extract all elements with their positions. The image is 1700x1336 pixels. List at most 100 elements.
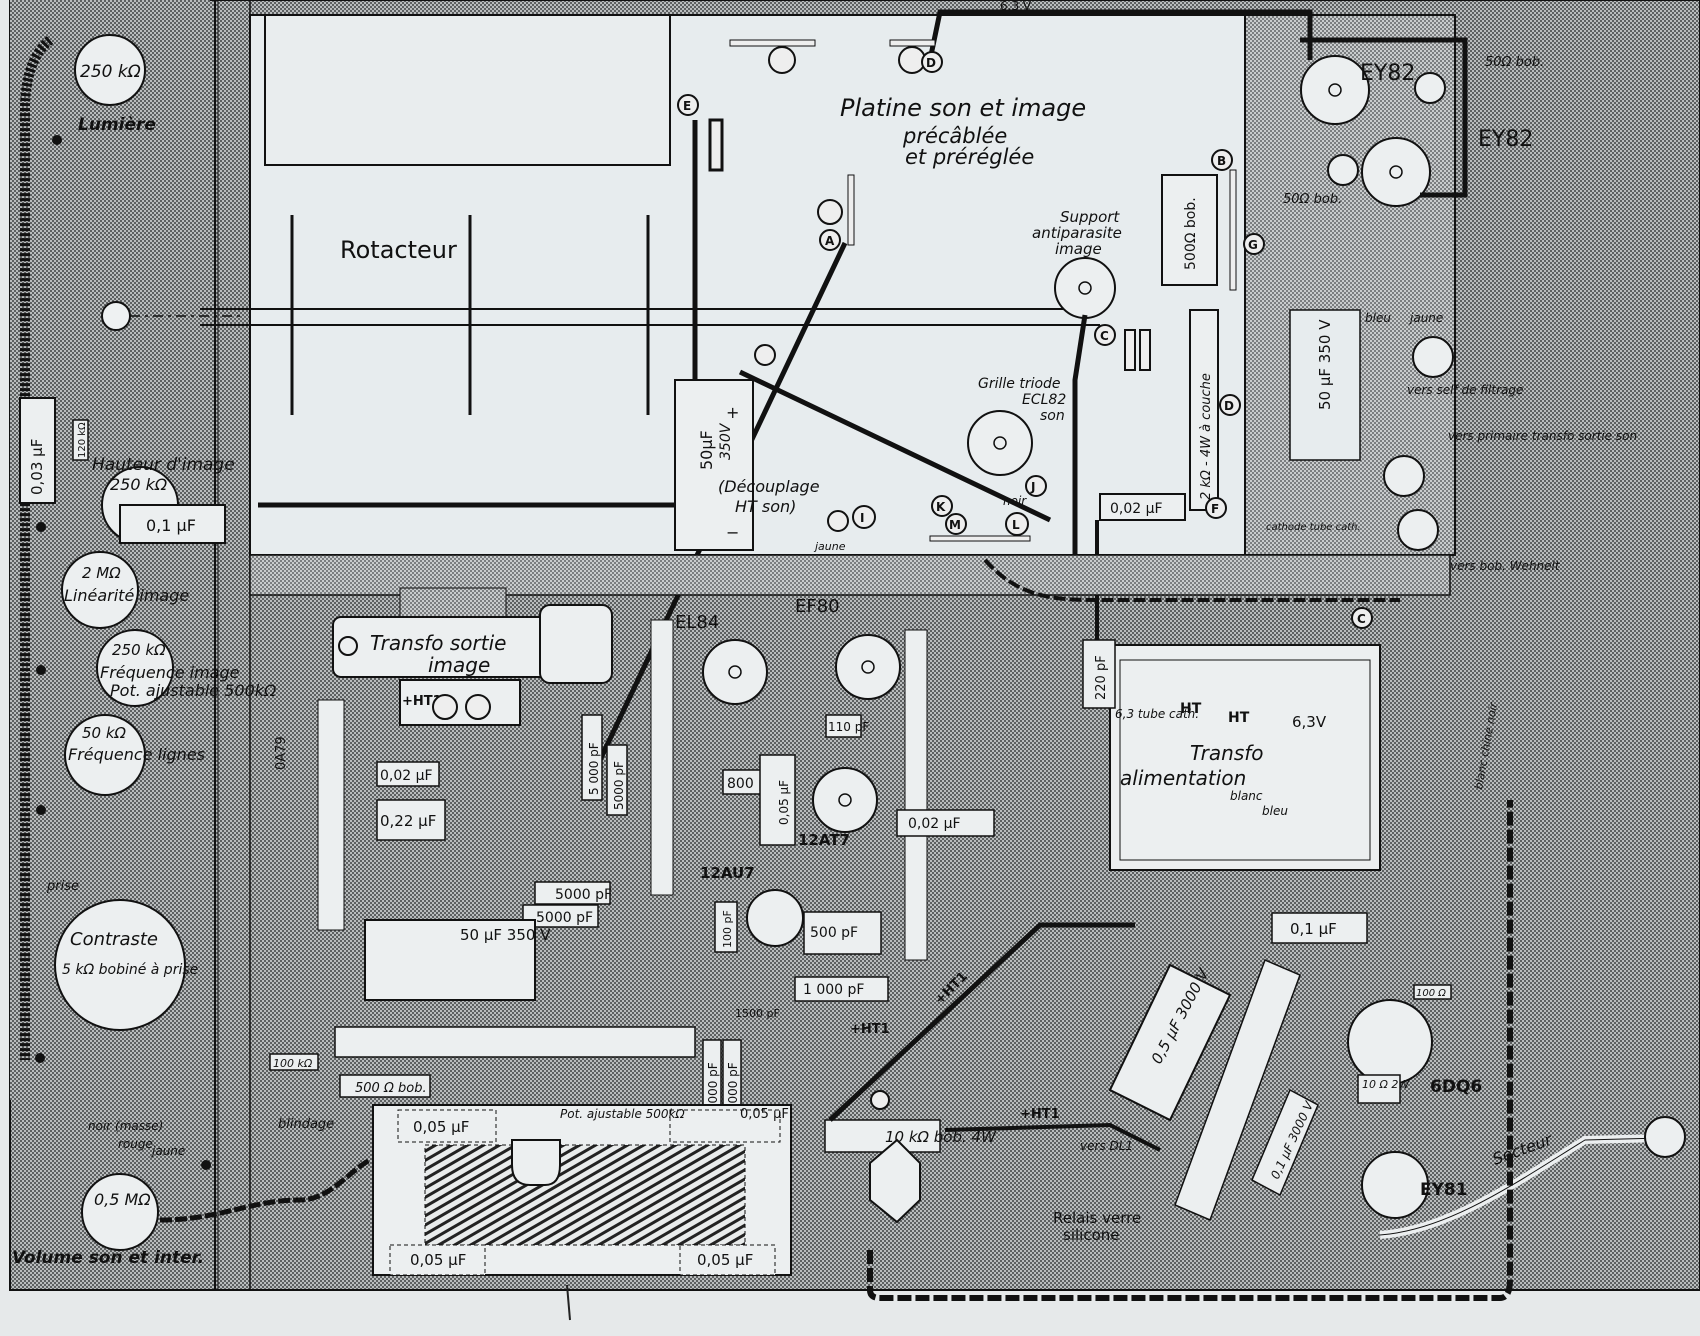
tube-12at7: 12AT7 <box>798 767 878 849</box>
svg-text:image: image <box>1055 240 1102 258</box>
platine-connectors-top: D <box>729 39 943 74</box>
point-C-right <box>1351 607 1373 629</box>
wire-ht1-1 <box>828 922 1135 1122</box>
svg-text:G: G <box>1248 238 1258 252</box>
cap-decouplage: + − 50µF 350V (Découplage HT son) <box>674 344 1052 551</box>
svg-text:350V: 350V <box>718 422 734 460</box>
svg-text:1 000 pF: 1 000 pF <box>803 982 864 998</box>
svg-text:I: I <box>860 511 864 525</box>
platine-subtitle-1: précâblée <box>902 124 1007 148</box>
svg-text:50Ω bob.: 50Ω bob. <box>1283 192 1342 207</box>
svg-text:Pot. ajustable 500kΩ: Pot. ajustable 500kΩ <box>110 681 277 700</box>
shield-can <box>539 604 613 684</box>
resistor-120k <box>72 419 89 461</box>
cap-005-12at7 <box>759 754 796 846</box>
svg-text:0,02 µF: 0,02 µF <box>380 768 433 784</box>
svg-text:120 kΩ: 120 kΩ <box>77 422 88 458</box>
svg-text:5000 pF: 5000 pF <box>555 887 612 903</box>
svg-text:ECL82: ECL82 <box>1022 392 1066 408</box>
pot-contraste[interactable]: Contraste 5 kΩ bobiné à prise prise <box>46 879 198 1031</box>
tube-6dq6: 10 Ω 2W 6DQ6 100 Ω <box>1347 984 1482 1104</box>
svg-text:silicone: silicone <box>1063 1226 1119 1244</box>
point-I-group: I jaune <box>813 505 876 553</box>
svg-text:50 µF 350 V: 50 µF 350 V <box>460 926 551 944</box>
svg-text:antiparasite: antiparasite <box>1032 224 1122 242</box>
svg-text:100 kΩ: 100 kΩ <box>273 1057 313 1070</box>
grille-triode-ecl82: Grille triode ECL82 son J K M L noir <box>929 376 1066 542</box>
crt-blindage: 0,05 µF 0,05 µF 0,05 µF 0,05 µF Pot. aju… <box>372 1104 792 1276</box>
svg-text:EY82: EY82 <box>1478 127 1533 152</box>
rotacteur-knob <box>101 301 131 331</box>
svg-text:Contraste: Contraste <box>70 929 158 950</box>
volume-twisted-pair <box>159 1157 372 1223</box>
cap-022 <box>376 799 446 841</box>
resistor-100k-bottom <box>269 1053 319 1071</box>
svg-text:K: K <box>936 500 946 514</box>
platine-subtitle-2: et préréglée <box>905 145 1034 169</box>
cap-50uF-right <box>1289 309 1361 461</box>
rotacteur-label: Rotacteur <box>340 236 457 264</box>
pot-frequence-image[interactable]: 250 kΩ Fréquence image Pot. ajustable 50… <box>96 629 277 707</box>
grommet-self-filtrage <box>1412 336 1454 378</box>
svg-text:Lumière: Lumière <box>78 115 156 135</box>
svg-text:Transfo sortie: Transfo sortie <box>370 631 506 655</box>
svg-text:110 pF: 110 pF <box>828 720 869 734</box>
svg-text:Linéarité image: Linéarité image <box>64 586 189 605</box>
svg-text:noir (masse): noir (masse) <box>88 1119 163 1133</box>
svg-text:5000 pF: 5000 pF <box>536 910 593 926</box>
point-D-top <box>921 51 943 73</box>
svg-text:2 MΩ: 2 MΩ <box>82 564 121 582</box>
pot-frequence-lignes[interactable]: 50 kΩ Fréquence lignes <box>64 714 205 796</box>
svg-text:C: C <box>1357 612 1366 626</box>
svg-text:5 000 pF: 5 000 pF <box>587 742 601 795</box>
label-vers-self: vers self de filtrage <box>1407 383 1523 397</box>
pot-volume-son[interactable]: 0,5 MΩ Volume son et inter. noir (masse)… <box>12 1119 204 1268</box>
svg-text:M: M <box>949 518 961 532</box>
svg-text:10 Ω 2W: 10 Ω 2W <box>1362 1078 1410 1091</box>
label-vers-primaire: vers primaire transfo sortie son <box>1448 429 1637 443</box>
svg-text:C: C <box>1100 329 1109 343</box>
svg-text:Fréquence image: Fréquence image <box>100 663 240 682</box>
pot-linearite-image[interactable]: 2 MΩ Linéarité image <box>61 551 189 629</box>
svg-text:L: L <box>1012 518 1020 532</box>
svg-text:500 pF: 500 pF <box>810 925 858 941</box>
resistor-50-bob-1: 50Ω bob. <box>1414 55 1544 104</box>
tube-12au7: 12AU7 <box>700 864 804 947</box>
label-cathode: cathode tube cath. <box>1266 522 1361 533</box>
svg-text:EY82: EY82 <box>1360 61 1415 86</box>
svg-text:10 kΩ bob. 4W: 10 kΩ bob. 4W <box>885 1128 997 1146</box>
svg-text:Volume son et inter.: Volume son et inter. <box>12 1248 204 1268</box>
svg-text:5000 pF: 5000 pF <box>612 761 626 810</box>
svg-text:+HT1: +HT1 <box>1020 1107 1060 1122</box>
svg-text:prise: prise <box>46 879 79 894</box>
svg-text:0,5 MΩ: 0,5 MΩ <box>94 1190 151 1209</box>
svg-text:EF80: EF80 <box>795 596 840 617</box>
resistor-50-bob-2: 50Ω bob. <box>1283 154 1359 207</box>
cap-50uF-center <box>364 919 536 1001</box>
resistor-500-bob: 500Ω bob. B G <box>1161 149 1265 291</box>
svg-text:12AU7: 12AU7 <box>700 864 755 882</box>
svg-text:2 000 pF: 2 000 pF <box>706 1062 720 1115</box>
label-blindage: blindage <box>278 1117 334 1132</box>
wire-ht1-2 <box>944 1122 1161 1152</box>
cap-5000pF-2 <box>522 904 599 928</box>
svg-text:500Ω bob.: 500Ω bob. <box>1183 197 1199 270</box>
svg-text:50 kΩ: 50 kΩ <box>82 724 127 742</box>
svg-text:(Découplage: (Découplage <box>718 477 820 496</box>
svg-text:HT: HT <box>1180 701 1202 717</box>
cap-1000pF <box>794 976 889 1002</box>
label-6v3-top: 6,3 V <box>1000 0 1032 13</box>
svg-text:5 kΩ bobiné à prise: 5 kΩ bobiné à prise <box>62 962 198 978</box>
svg-text:Relais verre: Relais verre <box>1053 1209 1141 1227</box>
label-vers-wehnelt: vers bob. Wehnelt <box>1450 559 1561 573</box>
pot-lumiere[interactable]: 250 kΩ Lumière <box>20 34 156 1060</box>
svg-text:HT son): HT son) <box>735 497 796 516</box>
cap-01-3000V <box>1251 1088 1319 1197</box>
svg-text:0,22 µF: 0,22 µF <box>380 812 436 830</box>
tube-ey82-2: EY82 <box>1361 127 1533 207</box>
svg-text:A: A <box>825 234 835 248</box>
grommet-primaire-son <box>1383 455 1425 497</box>
cap-110pF <box>825 714 862 738</box>
